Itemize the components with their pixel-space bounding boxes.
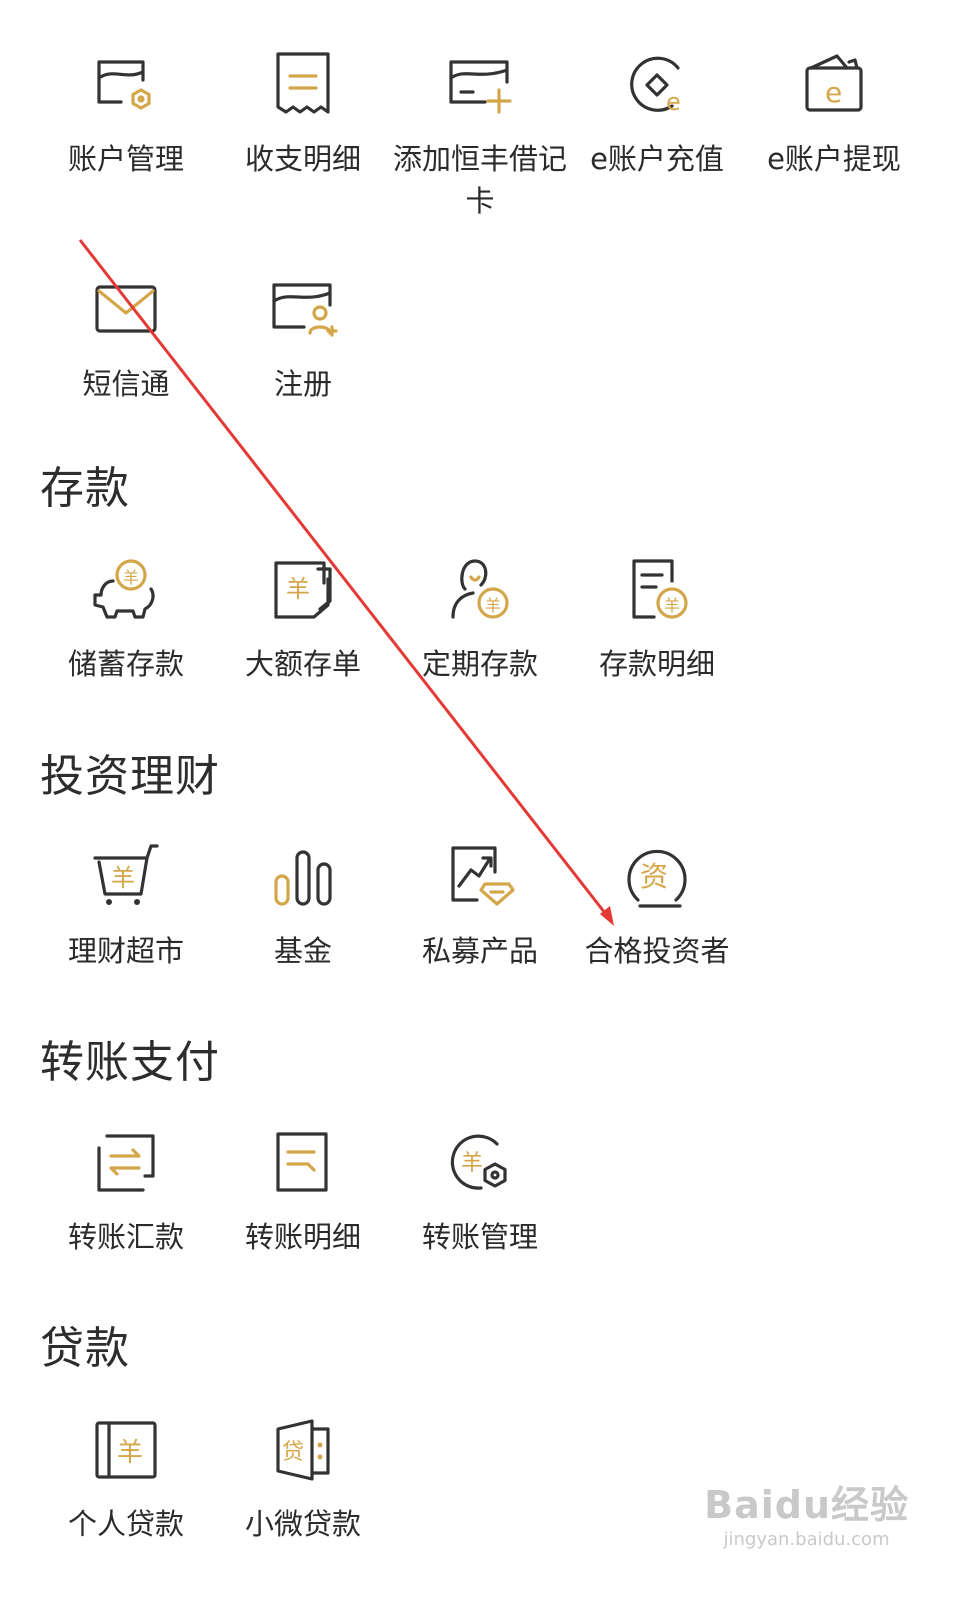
baidu-watermark: Baidu经验 jingyan.baidu.com bbox=[704, 1474, 909, 1550]
icon-glyph: 羊 bbox=[117, 1438, 143, 1468]
tile-large-cd[interactable]: 羊 大额存单 bbox=[215, 555, 391, 685]
tile-micro-loan[interactable]: 贷 小微贷款 bbox=[215, 1415, 391, 1545]
tile-label: 合格投资者 bbox=[584, 934, 730, 968]
person-yuan-icon: 羊 bbox=[451, 559, 509, 619]
watermark-sub: jingyan.baidu.com bbox=[723, 1529, 890, 1550]
piggy-bank-icon: 羊 bbox=[93, 559, 155, 619]
card-settings-icon bbox=[97, 60, 151, 110]
icon-glyph: e bbox=[825, 76, 842, 109]
tile-label: 短信通 bbox=[82, 367, 170, 401]
tile-sms-service[interactable]: 短信通 bbox=[38, 275, 214, 405]
section-title-invest: 投资理财 bbox=[40, 751, 220, 802]
tile-label: 理财超市 bbox=[67, 934, 184, 968]
tile-label: e账户充值 bbox=[590, 142, 724, 176]
icon-glyph: 羊 bbox=[111, 864, 135, 892]
card-user-register-icon bbox=[272, 283, 338, 337]
certificate-yuan-icon: 羊 bbox=[274, 561, 332, 619]
tile-label: 大额存单 bbox=[244, 647, 361, 681]
tile-label: 转账汇款 bbox=[67, 1220, 184, 1254]
icon-glyph: 羊 bbox=[286, 575, 310, 603]
section-title-loan: 贷款 bbox=[40, 1323, 130, 1374]
tile-label: 账户管理 bbox=[67, 142, 184, 176]
tile-income-expense[interactable]: 收支明细 bbox=[215, 50, 391, 180]
sms-envelope-icon bbox=[95, 285, 157, 333]
icon-glyph: e bbox=[666, 88, 681, 116]
e-withdraw-wallet-icon: e bbox=[805, 54, 863, 112]
tile-label: 储蓄存款 bbox=[67, 647, 184, 681]
micro-loan-icon: 贷 bbox=[276, 1419, 330, 1481]
tile-label: 注册 bbox=[273, 367, 332, 401]
icon-glyph: 羊 bbox=[664, 596, 680, 615]
tile-label: 个人贷款 bbox=[67, 1507, 184, 1541]
bar-chart-icon bbox=[274, 850, 332, 906]
transfer-arrows-icon bbox=[97, 1134, 155, 1192]
tile-label: 添加恒丰借记卡 bbox=[392, 142, 567, 218]
shopping-cart-yuan-icon: 羊 bbox=[93, 844, 159, 905]
tile-private-products[interactable]: 私募产品 bbox=[392, 842, 568, 972]
e-recharge-icon: e bbox=[630, 56, 681, 116]
tile-label: 基金 bbox=[273, 934, 332, 968]
tile-transfer-remit[interactable]: 转账汇款 bbox=[38, 1128, 214, 1258]
tile-e-account-withdraw[interactable]: e e账户提现 bbox=[746, 50, 922, 180]
tile-label: 转账明细 bbox=[244, 1220, 361, 1254]
watermark-main: Baidu经验 bbox=[704, 1483, 909, 1527]
icon-glyph: 羊 bbox=[123, 568, 139, 587]
tile-transfer-details[interactable]: 转账明细 bbox=[215, 1128, 391, 1258]
tile-account-management[interactable]: 账户管理 bbox=[38, 50, 214, 180]
icon-glyph: 资 bbox=[640, 860, 668, 893]
tile-add-debit-card[interactable]: 添加恒丰借记卡 bbox=[392, 50, 568, 222]
tile-label: 收支明细 bbox=[244, 142, 361, 176]
qualified-investor-icon: 资 bbox=[627, 849, 687, 908]
icon-glyph: 贷 bbox=[282, 1440, 304, 1465]
tile-label: e账户提现 bbox=[767, 142, 901, 176]
tile-e-account-recharge[interactable]: e e账户充值 bbox=[569, 50, 745, 180]
tile-personal-loan[interactable]: 羊 个人贷款 bbox=[38, 1415, 214, 1545]
tile-label: 小微贷款 bbox=[244, 1507, 361, 1541]
tile-label: 存款明细 bbox=[598, 647, 715, 681]
tile-label: 转账管理 bbox=[421, 1220, 538, 1254]
receipt-icon bbox=[276, 52, 330, 114]
trend-diamond-icon bbox=[451, 846, 515, 906]
yuan-settings-icon: 羊 bbox=[450, 1134, 507, 1190]
tile-fund[interactable]: 基金 bbox=[215, 842, 391, 972]
tile-fixed-deposit[interactable]: 羊 定期存款 bbox=[392, 555, 568, 685]
tile-savings-deposit[interactable]: 羊 储蓄存款 bbox=[38, 555, 214, 685]
tile-transfer-management[interactable]: 羊 转账管理 bbox=[392, 1128, 568, 1258]
tile-register[interactable]: 注册 bbox=[215, 275, 391, 405]
tile-label: 定期存款 bbox=[421, 647, 538, 681]
icon-glyph: 羊 bbox=[485, 596, 501, 615]
tile-label: 私募产品 bbox=[421, 934, 538, 968]
tile-qualified-investor[interactable]: 资 合格投资者 bbox=[569, 842, 745, 972]
document-yuan-icon: 羊 bbox=[632, 559, 688, 619]
transfer-list-icon bbox=[276, 1132, 328, 1192]
tile-wealth-supermarket[interactable]: 羊 理财超市 bbox=[38, 842, 214, 972]
tile-deposit-details[interactable]: 羊 存款明细 bbox=[569, 555, 745, 685]
add-card-icon bbox=[449, 60, 512, 114]
section-title-deposit: 存款 bbox=[40, 463, 130, 514]
personal-loan-icon: 羊 bbox=[95, 1421, 157, 1479]
icon-glyph: 羊 bbox=[461, 1151, 483, 1176]
section-title-transfer: 转账支付 bbox=[40, 1037, 220, 1088]
